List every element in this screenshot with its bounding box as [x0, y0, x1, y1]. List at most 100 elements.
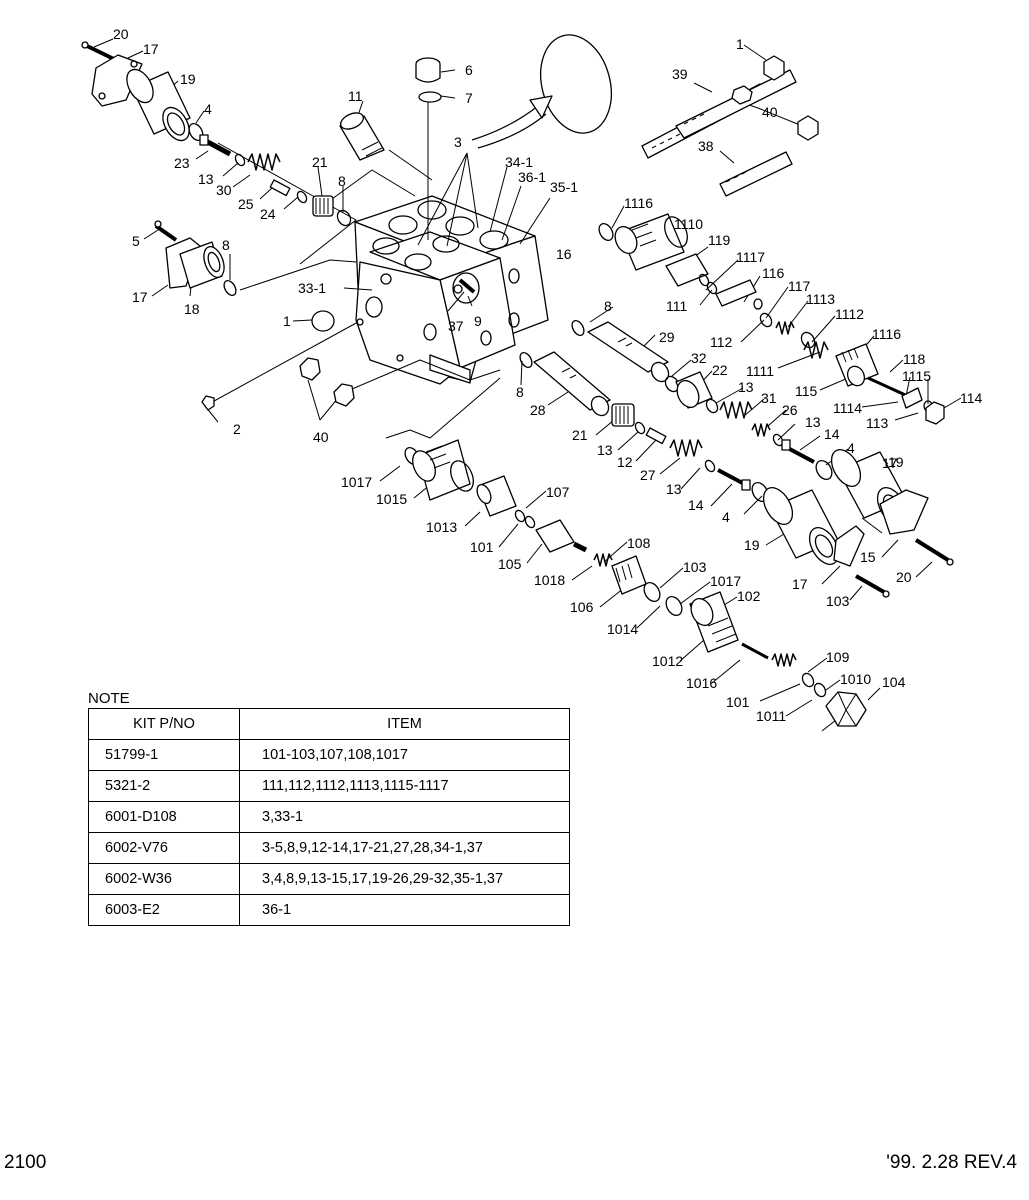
part-label: 13: [738, 379, 754, 395]
part-label: 23: [174, 155, 190, 171]
right-upper-spool: [598, 213, 945, 425]
part-label: 103: [826, 593, 850, 609]
revision-date: '99. 2.28 REV.4: [886, 1152, 1017, 1173]
part-label: 114: [960, 390, 983, 406]
top-right-bolts: [641, 55, 819, 197]
part-label: 118: [903, 351, 926, 367]
part-label: 38: [698, 138, 714, 154]
lower-subassembly: [404, 439, 867, 727]
item-cell: 3-5,8,9,12-14,17-21,27,28,34-1,37: [239, 832, 570, 864]
part-label: 19: [180, 71, 196, 87]
part-label: 8: [338, 173, 346, 189]
part-label: 105: [498, 556, 522, 572]
part-label: 101: [470, 539, 494, 555]
part-label: 24: [260, 206, 276, 222]
part-label: 17: [132, 289, 148, 305]
leader-lines: [93, 38, 962, 732]
part-label: 1: [736, 36, 744, 52]
part-label: 21: [572, 427, 588, 443]
part-label: 3: [454, 134, 462, 150]
part-label: 1018: [534, 572, 565, 588]
part-label: 30: [216, 182, 232, 198]
part-label: 6: [465, 62, 473, 78]
part-label: 1010: [840, 671, 871, 687]
item-header: ITEM: [239, 708, 570, 740]
table-row: 6001-D108 3,33-1: [88, 801, 570, 833]
part-label: 14: [824, 426, 840, 442]
top-parts: [339, 34, 612, 161]
part-label: 17: [143, 41, 159, 57]
table-row: 6002-W36 3,4,8,9,13-15,17,19-26,29-32,35…: [88, 863, 570, 895]
part-label: 106: [570, 599, 594, 615]
part-label: 1110: [674, 216, 703, 232]
part-label: 1113: [806, 291, 835, 307]
kit-pno-cell: 6003-E2: [88, 894, 240, 926]
part-label: 16: [556, 246, 572, 262]
part-label: 13: [198, 171, 214, 187]
part-label: 35-1: [550, 179, 578, 195]
part-label: 20: [113, 26, 129, 42]
kit-pno-cell: 6002-V76: [88, 832, 240, 864]
part-label: 18: [184, 301, 200, 317]
part-label: 104: [882, 674, 906, 690]
page-number: 2100: [4, 1152, 47, 1173]
part-label: 39: [672, 66, 688, 82]
item-cell: 3,33-1: [239, 801, 570, 833]
part-labels: 20 17 19 4 23 13 30 25 24 21 8 11 6 7 3 …: [113, 26, 983, 724]
part-label: 4: [204, 101, 212, 117]
part-label: 8: [222, 237, 230, 253]
kit-pno-cell: 6002-W36: [88, 863, 240, 895]
part-label: 32: [691, 350, 707, 366]
part-label: 8: [516, 384, 524, 400]
part-label: 27: [640, 467, 656, 483]
part-label: 5: [132, 233, 140, 249]
part-label: 1015: [376, 491, 407, 507]
part-label: 111: [666, 298, 687, 314]
part-label: 101: [726, 694, 750, 710]
table-row: 6003-E2 36-1: [88, 894, 570, 926]
part-label: 1114: [833, 400, 862, 416]
part-label: 1016: [686, 675, 717, 691]
part-label: 109: [826, 649, 850, 665]
part-label: 9: [474, 313, 482, 329]
table-row: 5321-2 111,112,1112,1113,1115-1117: [88, 770, 570, 802]
top-left-subassembly: [81, 41, 352, 227]
part-label: 113: [866, 415, 889, 431]
part-label: 1116: [872, 326, 901, 342]
part-label: 34-1: [505, 154, 533, 170]
part-label: 31: [761, 390, 777, 406]
part-label: 107: [546, 484, 570, 500]
part-label: 26: [782, 402, 798, 418]
middle-spools: [519, 319, 954, 598]
item-cell: 3,4,8,9,13-15,17,19-26,29-32,35-1,37: [239, 863, 570, 895]
part-label: 1014: [607, 621, 638, 637]
part-label: 1011: [756, 708, 786, 724]
part-label: 28: [530, 402, 546, 418]
part-label: 1116: [624, 195, 653, 211]
part-label: 29: [659, 329, 675, 345]
kit-table-header: KIT P/NO ITEM: [88, 708, 570, 740]
part-label: 36-1: [518, 169, 546, 185]
part-label: 33-1: [298, 280, 326, 296]
item-cell: 111,112,1112,1113,1115-1117: [239, 770, 570, 802]
part-label: 15: [860, 549, 876, 565]
kit-pno-header: KIT P/NO: [88, 708, 240, 740]
part-label: 13: [666, 481, 682, 497]
part-label: 117: [788, 278, 811, 294]
part-label: 12: [617, 454, 633, 470]
part-label: 4: [847, 440, 855, 456]
kit-pno-cell: 6001-D108: [88, 801, 240, 833]
part-label: 8: [604, 298, 612, 314]
part-label: 112: [710, 334, 733, 350]
part-label: 2: [233, 421, 241, 437]
part-label: 1117: [736, 249, 765, 265]
part-label: 19: [888, 454, 904, 470]
part-label: 1: [283, 313, 291, 329]
part-label: 22: [712, 362, 728, 378]
table-row: 51799-1 101-103,107,108,1017: [88, 739, 570, 771]
part-label: 119: [708, 232, 731, 248]
part-label: 37: [448, 318, 464, 334]
part-label: 20: [896, 569, 912, 585]
kit-pno-cell: 51799-1: [88, 739, 240, 771]
part-label: 1112: [835, 306, 864, 322]
